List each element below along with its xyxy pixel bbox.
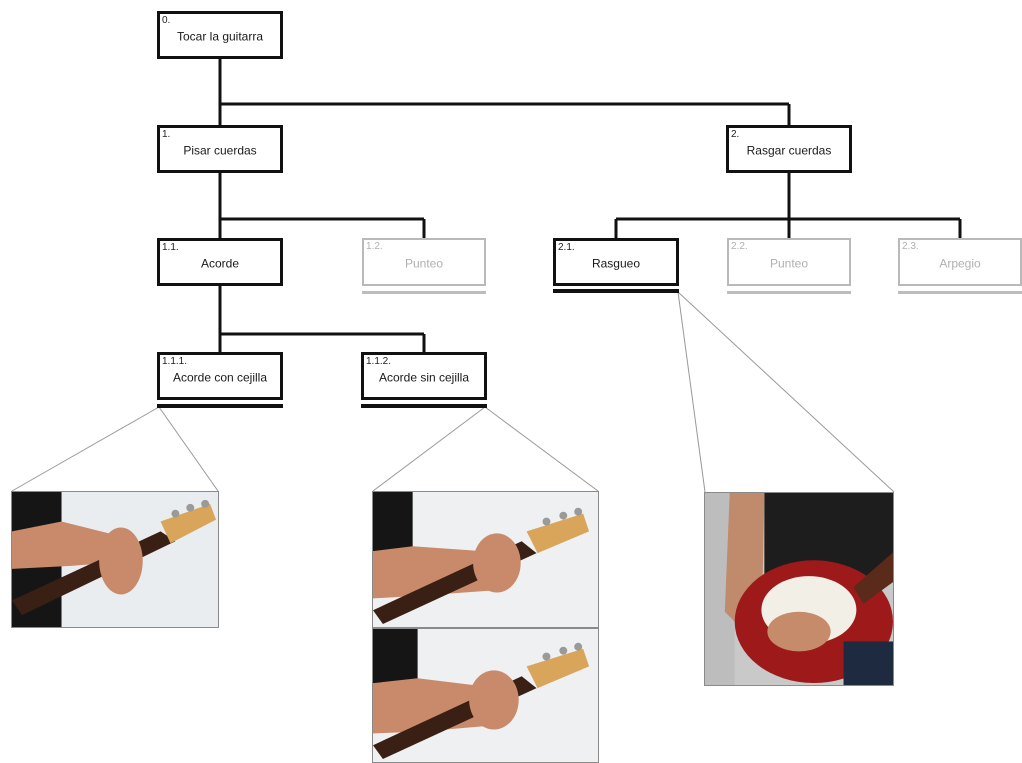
node-label: Acorde sin cejilla bbox=[378, 370, 470, 385]
node-number: 1.2. bbox=[366, 241, 383, 252]
node-label: Acorde bbox=[200, 256, 240, 271]
node-underline bbox=[898, 291, 1022, 294]
photo-open-chord-1 bbox=[372, 491, 599, 628]
node-pisar-cuerdas: 1. Pisar cuerdas bbox=[157, 125, 283, 173]
node-acorde-con-cejilla: 1.1.1. Acorde con cejilla bbox=[157, 352, 283, 400]
node-number: 1.1. bbox=[162, 242, 179, 253]
node-acorde-sin-cejilla: 1.1.2. Acorde sin cejilla bbox=[361, 352, 487, 400]
node-number: 2.2. bbox=[731, 241, 748, 252]
node-rasgueo: 2.1. Rasgueo bbox=[553, 238, 679, 286]
node-number: 2. bbox=[731, 129, 740, 140]
node-underline bbox=[361, 404, 487, 408]
node-acorde: 1.1. Acorde bbox=[157, 238, 283, 286]
callout-open-left bbox=[372, 406, 486, 492]
node-rasgar-cuerdas: 2. Rasgar cuerdas bbox=[726, 125, 852, 173]
node-tocar-la-guitarra: 0. Tocar la guitarra bbox=[157, 11, 283, 59]
node-label: Tocar la guitarra bbox=[176, 29, 264, 44]
node-label: Punteo bbox=[769, 256, 809, 271]
node-underline bbox=[727, 291, 851, 294]
node-underline bbox=[157, 404, 283, 408]
callout-open-right bbox=[484, 406, 599, 492]
node-number: 2.1. bbox=[558, 242, 575, 253]
node-number: 1. bbox=[162, 129, 171, 140]
node-underline bbox=[553, 289, 679, 293]
callout-strum-left bbox=[677, 291, 706, 493]
callout-barre-right bbox=[158, 406, 219, 492]
node-punteo-1-2: 1.2. Punteo bbox=[362, 238, 486, 286]
photo-barre-chord bbox=[11, 491, 219, 628]
node-label: Rasgueo bbox=[591, 256, 641, 271]
node-label: Arpegio bbox=[939, 256, 981, 271]
node-underline bbox=[362, 291, 486, 294]
node-number: 0. bbox=[162, 15, 171, 26]
node-number: 2.3. bbox=[902, 241, 919, 252]
node-label: Rasgar cuerdas bbox=[746, 143, 832, 158]
photo-strumming bbox=[704, 492, 894, 686]
node-label: Acorde con cejilla bbox=[172, 370, 268, 385]
callout-strum-right bbox=[677, 291, 895, 493]
photo-open-chord-2 bbox=[372, 628, 599, 763]
node-number: 1.1.1. bbox=[162, 356, 188, 367]
callout-barre-left bbox=[11, 406, 160, 492]
node-arpegio: 2.3. Arpegio bbox=[898, 238, 1022, 286]
node-number: 1.1.2. bbox=[366, 356, 392, 367]
node-label: Pisar cuerdas bbox=[183, 143, 257, 158]
node-label: Punteo bbox=[404, 256, 444, 271]
node-punteo-2-2: 2.2. Punteo bbox=[727, 238, 851, 286]
